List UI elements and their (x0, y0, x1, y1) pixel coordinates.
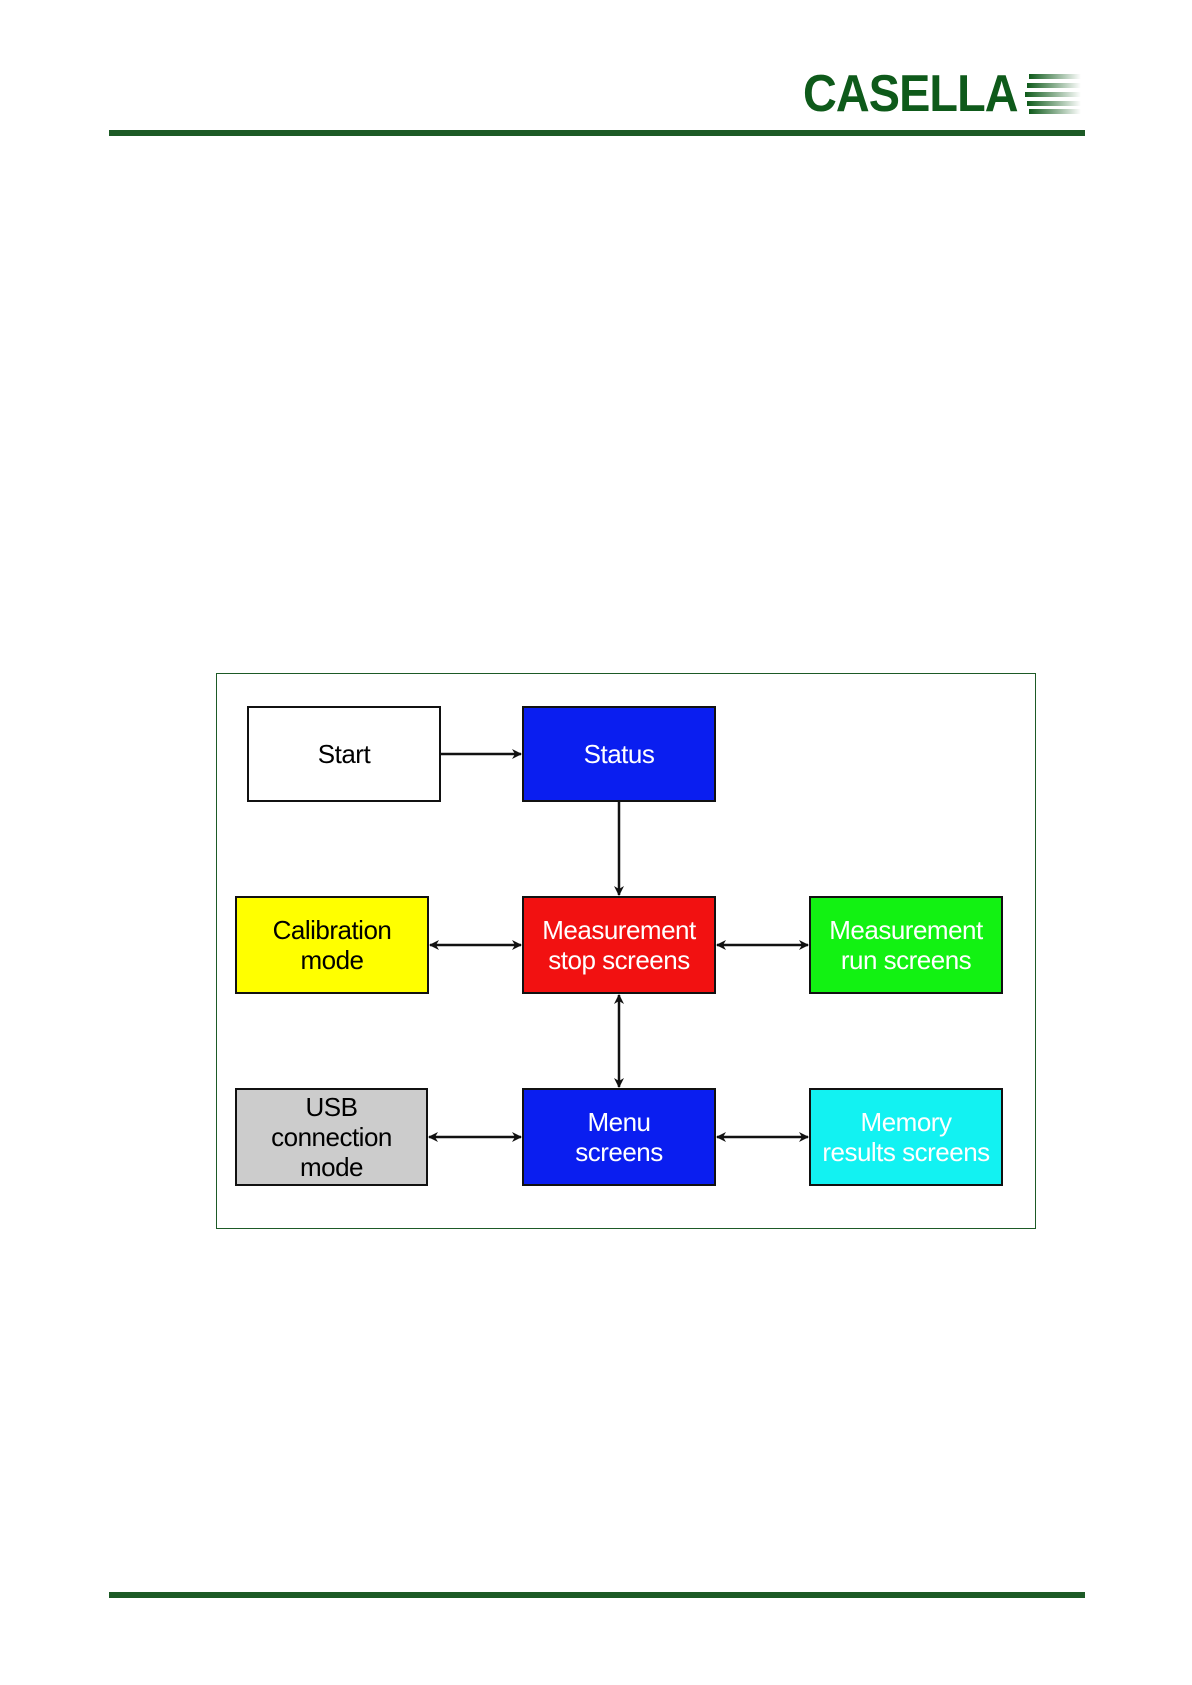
casella-logo: CASELLA (803, 68, 1083, 120)
usb-connection-mode-node: USB connection mode (235, 1088, 428, 1186)
status-node: Status (522, 706, 716, 802)
footer-rule (109, 1592, 1085, 1598)
start-node: Start (247, 706, 441, 802)
logo-text: CASELLA (803, 68, 1018, 120)
memory-results-screens-node: Memory results screens (809, 1088, 1003, 1186)
logo-stripes-icon (1023, 74, 1081, 114)
measurement-stop-screens-node: Measurement stop screens (522, 896, 716, 994)
calibration-mode-node: Calibration mode (235, 896, 429, 994)
measurement-run-screens-node: Measurement run screens (809, 896, 1003, 994)
header-rule (109, 130, 1085, 136)
menu-screens-node: Menu screens (522, 1088, 716, 1186)
